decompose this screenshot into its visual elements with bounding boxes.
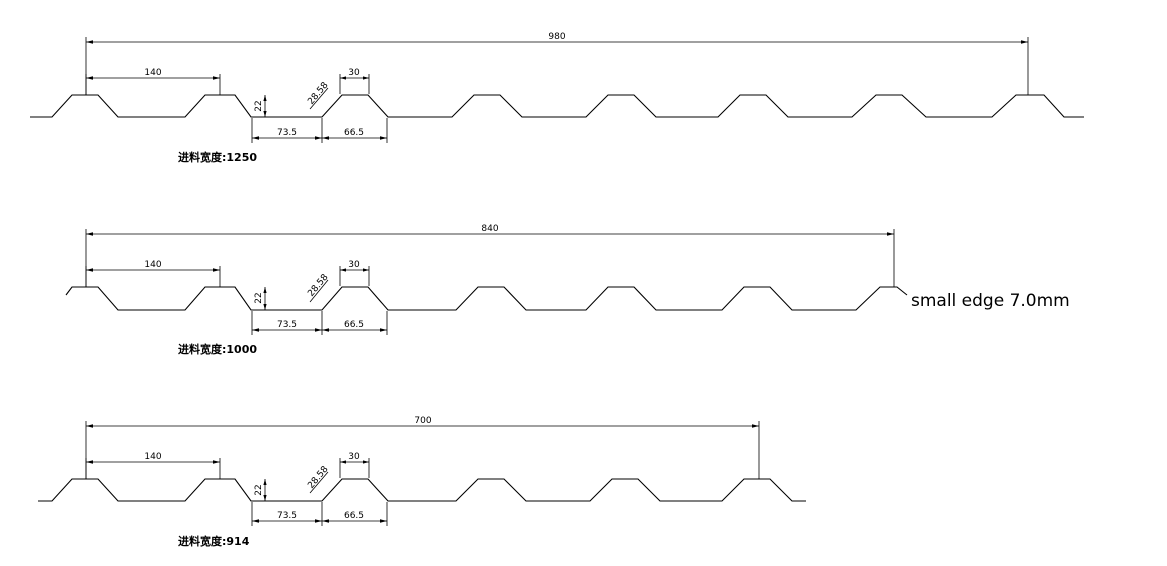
profile-1-overall-dimension: 980 bbox=[85, 32, 1029, 95]
profile-1-overall-width: 980 bbox=[548, 32, 565, 42]
profile-3-overall-dimension: 700 bbox=[85, 416, 760, 479]
profile-1-slope: 28.58 bbox=[306, 80, 330, 106]
profile-2-crest: 30 bbox=[348, 260, 360, 270]
profile-1-crest-dimension: 30 bbox=[339, 68, 370, 94]
profile-2-outline bbox=[65, 286, 908, 311]
profile-3-rib-base: 66.5 bbox=[344, 511, 364, 521]
profile-2-slope: 28.58 bbox=[306, 272, 330, 298]
profile-3-slope: 28.58 bbox=[306, 464, 330, 490]
profile-3-feed-width: 进料宽度:914 bbox=[178, 534, 250, 548]
profile-2-pitch: 140 bbox=[144, 260, 161, 270]
profile-1-rib-base: 66.5 bbox=[344, 128, 364, 138]
profile-1-height-dimension: 22 bbox=[254, 95, 267, 117]
profile-2-overall-dimension: 840 bbox=[85, 224, 895, 287]
profile-2-rib-height: 22 bbox=[254, 292, 264, 303]
profile-1-pitch-dimension: 140 bbox=[85, 68, 221, 95]
profile-1-crest: 30 bbox=[348, 68, 360, 78]
profile-3-bottom-dimensions: 73.5 66.5 bbox=[251, 502, 388, 526]
profile-1: 980 140 30 22 28.5 bbox=[30, 32, 1084, 164]
profile-2-height-dimension: 22 bbox=[254, 287, 267, 310]
profile-2-bottom-dimensions: 73.5 66.5 bbox=[251, 311, 388, 335]
profile-2-overall-width: 840 bbox=[481, 224, 498, 234]
profile-3-pitch: 140 bbox=[144, 452, 161, 462]
profile-1-valley: 73.5 bbox=[277, 128, 297, 138]
profile-1-bottom-dimensions: 73.5 66.5 bbox=[251, 118, 388, 143]
profile-1-pitch: 140 bbox=[144, 68, 161, 78]
profile-3-crest: 30 bbox=[348, 452, 360, 462]
profile-2-slope-dimension: 28.58 bbox=[306, 272, 331, 303]
profile-3-valley: 73.5 bbox=[277, 511, 297, 521]
profile-2-valley: 73.5 bbox=[277, 320, 297, 330]
profile-3-crest-dimension: 30 bbox=[339, 452, 370, 478]
profile-1-slope-dimension: 28.58 bbox=[306, 80, 331, 110]
profile-3-slope-dimension: 28.58 bbox=[306, 464, 331, 494]
profile-1-feed-width: 进料宽度:1250 bbox=[178, 150, 257, 164]
profile-2-crest-dimension: 30 bbox=[339, 260, 370, 286]
profile-1-outline bbox=[30, 94, 1084, 118]
profile-3-outline bbox=[38, 478, 806, 502]
profile-2-pitch-dimension: 140 bbox=[85, 260, 221, 287]
small-edge-note: small edge 7.0mm bbox=[911, 291, 1070, 311]
profile-3: 700 140 30 22 28.58 bbox=[38, 416, 806, 548]
profile-2: 840 140 30 22 28.58 bbox=[65, 224, 1070, 356]
profile-2-rib-base: 66.5 bbox=[344, 320, 364, 330]
profile-3-height-dimension: 22 bbox=[254, 479, 267, 501]
profile-1-rib-height: 22 bbox=[254, 100, 264, 111]
profile-3-rib-height: 22 bbox=[254, 484, 264, 495]
profile-3-pitch-dimension: 140 bbox=[85, 452, 221, 479]
profile-3-overall-width: 700 bbox=[414, 416, 431, 426]
profile-2-feed-width: 进料宽度:1000 bbox=[178, 342, 257, 356]
